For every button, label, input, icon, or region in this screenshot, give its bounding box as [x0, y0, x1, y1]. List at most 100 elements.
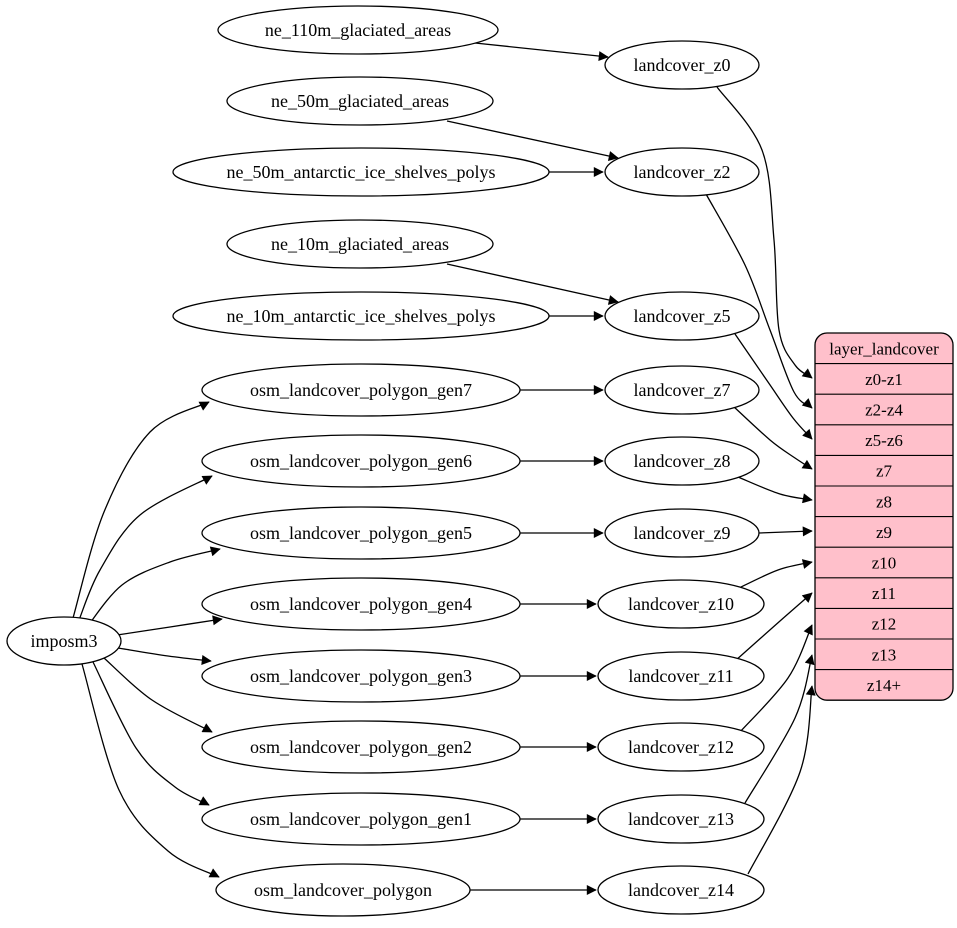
edge-imposm3-to-osm_landcover_polygon_gen6	[78, 475, 213, 621]
landcover_z14-label: landcover_z14	[628, 880, 734, 900]
imposm3-label: imposm3	[30, 631, 97, 651]
osm_landcover_polygon_gen6-label: osm_landcover_polygon_gen6	[250, 451, 472, 471]
node-osm_landcover_polygon_gen3: osm_landcover_polygon_gen3	[201, 649, 521, 703]
osm_landcover_polygon_gen1-ellipse	[201, 792, 521, 846]
node-landcover_z9: landcover_z9	[604, 508, 760, 558]
landcover_z11-label: landcover_z11	[628, 666, 733, 686]
node-landcover_z12: landcover_z12	[597, 722, 765, 772]
node-osm_landcover_polygon: osm_landcover_polygon	[215, 863, 471, 917]
table-row-z13-label: z13	[872, 645, 897, 664]
landcover_z8-ellipse	[604, 436, 760, 486]
node-landcover_z0: landcover_z0	[604, 40, 760, 90]
table-layer: layer_landcoverz0-z1z2-z4z5-z6z7z8z9z10z…	[814, 332, 954, 701]
node-landcover_z13: landcover_z13	[597, 794, 765, 844]
ne_50m_antarctic_ice_shelves_polys-ellipse	[172, 147, 550, 197]
node-ne_110m_glaciated_areas: ne_110m_glaciated_areas	[217, 5, 499, 55]
edges-layer	[72, 42, 816, 895]
table-header-label: layer_landcover	[829, 339, 939, 358]
ne_50m_antarctic_ice_shelves_polys-label: ne_50m_antarctic_ice_shelves_polys	[227, 162, 496, 182]
landcover_z10-label: landcover_z10	[628, 594, 734, 614]
node-imposm3: imposm3	[6, 616, 122, 666]
node-landcover_z11: landcover_z11	[597, 651, 765, 701]
landcover_z14-ellipse	[597, 865, 765, 915]
osm_landcover_polygon-ellipse	[215, 863, 471, 917]
ne_10m_antarctic_ice_shelves_polys-label: ne_10m_antarctic_ice_shelves_polys	[227, 306, 496, 326]
osm_landcover_polygon_gen5-label: osm_landcover_polygon_gen5	[250, 523, 472, 543]
osm_landcover_polygon_gen2-label: osm_landcover_polygon_gen2	[250, 737, 472, 757]
imposm3-ellipse	[6, 616, 122, 666]
osm_landcover_polygon_gen4-label: osm_landcover_polygon_gen4	[250, 594, 472, 614]
edge-imposm3-to-osm_landcover_polygon_gen3	[117, 647, 212, 665]
table-row-z14+-label: z14+	[867, 676, 901, 695]
edge-imposm3-to-osm_landcover_polygon_gen4	[116, 615, 223, 636]
edge-landcover_z2-to-row-z2-z4	[705, 193, 813, 409]
edge-landcover_z13-to-row-z13	[744, 654, 815, 804]
osm_landcover_polygon_gen6-ellipse	[201, 434, 521, 488]
node-ne_10m_antarctic_ice_shelves_polys: ne_10m_antarctic_ice_shelves_polys	[172, 291, 550, 341]
node-ne_10m_glaciated_areas: ne_10m_glaciated_areas	[226, 219, 494, 269]
node-ne_50m_glaciated_areas: ne_50m_glaciated_areas	[226, 76, 494, 126]
node-osm_landcover_polygon_gen6: osm_landcover_polygon_gen6	[201, 434, 521, 488]
osm_landcover_polygon_gen1-label: osm_landcover_polygon_gen1	[250, 809, 472, 829]
landcover_z12-ellipse	[597, 722, 765, 772]
table-row-z7-label: z7	[876, 462, 893, 481]
table-layer_landcover: layer_landcoverz0-z1z2-z4z5-z6z7z8z9z10z…	[814, 332, 954, 701]
ne_50m_glaciated_areas-ellipse	[226, 76, 494, 126]
node-osm_landcover_polygon_gen7: osm_landcover_polygon_gen7	[201, 363, 521, 417]
node-landcover_z5: landcover_z5	[604, 291, 760, 341]
landcover_z10-ellipse	[597, 579, 765, 629]
edge-imposm3-to-osm_landcover_polygon_gen7	[72, 401, 210, 619]
landcover_z13-label: landcover_z13	[628, 809, 734, 829]
osm_landcover_polygon-label: osm_landcover_polygon	[254, 880, 432, 900]
table-row-z5-z6-label: z5-z6	[865, 431, 903, 450]
osm_landcover_polygon_gen5-ellipse	[201, 506, 521, 560]
edge-landcover_z8-to-row-z8	[737, 476, 813, 504]
ne_10m_antarctic_ice_shelves_polys-ellipse	[172, 291, 550, 341]
node-ne_50m_antarctic_ice_shelves_polys: ne_50m_antarctic_ice_shelves_polys	[172, 147, 550, 197]
osm_landcover_polygon_gen4-ellipse	[201, 577, 521, 631]
ne_110m_glaciated_areas-ellipse	[217, 5, 499, 55]
edge-landcover_z12-to-row-z12	[739, 624, 813, 733]
table-row-z0-z1-label: z0-z1	[865, 370, 903, 389]
ne_10m_glaciated_areas-ellipse	[226, 219, 494, 269]
edge-imposm3-to-osm_landcover_polygon_gen2	[103, 657, 213, 733]
landcover_z7-label: landcover_z7	[634, 380, 731, 400]
osm_landcover_polygon_gen3-label: osm_landcover_polygon_gen3	[250, 666, 472, 686]
table-row-z11-label: z11	[872, 584, 896, 603]
node-osm_landcover_polygon_gen4: osm_landcover_polygon_gen4	[201, 577, 521, 631]
landcover_z0-label: landcover_z0	[634, 55, 731, 75]
landcover_z5-ellipse	[604, 291, 760, 341]
node-osm_landcover_polygon_gen1: osm_landcover_polygon_gen1	[201, 792, 521, 846]
node-landcover_z14: landcover_z14	[597, 865, 765, 915]
osm_landcover_polygon_gen3-ellipse	[201, 649, 521, 703]
landcover_z11-ellipse	[597, 651, 765, 701]
landcover_z8-label: landcover_z8	[634, 451, 731, 471]
edge-ne_110m_glaciated_areas-to-landcover_z0	[474, 42, 609, 62]
node-landcover_z10: landcover_z10	[597, 579, 765, 629]
edge-landcover_z10-to-row-z10	[736, 559, 813, 590]
edge-landcover_z11-to-row-z11	[734, 592, 813, 662]
edge-landcover_z5-to-row-z5-z6	[734, 333, 813, 440]
table-row-z8-label: z8	[876, 492, 892, 511]
ne_10m_glaciated_areas-label: ne_10m_glaciated_areas	[271, 234, 449, 254]
osm_landcover_polygon_gen7-ellipse	[201, 363, 521, 417]
landcover_z0-ellipse	[604, 40, 760, 90]
node-landcover_z2: landcover_z2	[604, 147, 760, 197]
landcover_z12-label: landcover_z12	[628, 737, 734, 757]
node-osm_landcover_polygon_gen5: osm_landcover_polygon_gen5	[201, 506, 521, 560]
edge-imposm3-to-osm_landcover_polygon_gen1	[92, 661, 210, 806]
edge-imposm3-to-osm_landcover_polygon_gen5	[86, 546, 221, 628]
edge-imposm3-to-osm_landcover_polygon	[81, 663, 220, 878]
osm_landcover_polygon_gen7-label: osm_landcover_polygon_gen7	[250, 380, 472, 400]
table-row-z12-label: z12	[872, 615, 897, 634]
edge-ne_10m_glaciated_areas-to-landcover_z5	[446, 263, 619, 305]
edge-landcover_z0-to-row-z0-z1	[716, 86, 813, 379]
landcover_z13-ellipse	[597, 794, 765, 844]
table-row-z2-z4-label: z2-z4	[865, 401, 903, 420]
table-row-z10-label: z10	[872, 554, 897, 573]
ne_50m_glaciated_areas-label: ne_50m_glaciated_areas	[271, 91, 449, 111]
ne_110m_glaciated_areas-label: ne_110m_glaciated_areas	[265, 20, 451, 40]
landcover_z2-label: landcover_z2	[634, 162, 731, 182]
